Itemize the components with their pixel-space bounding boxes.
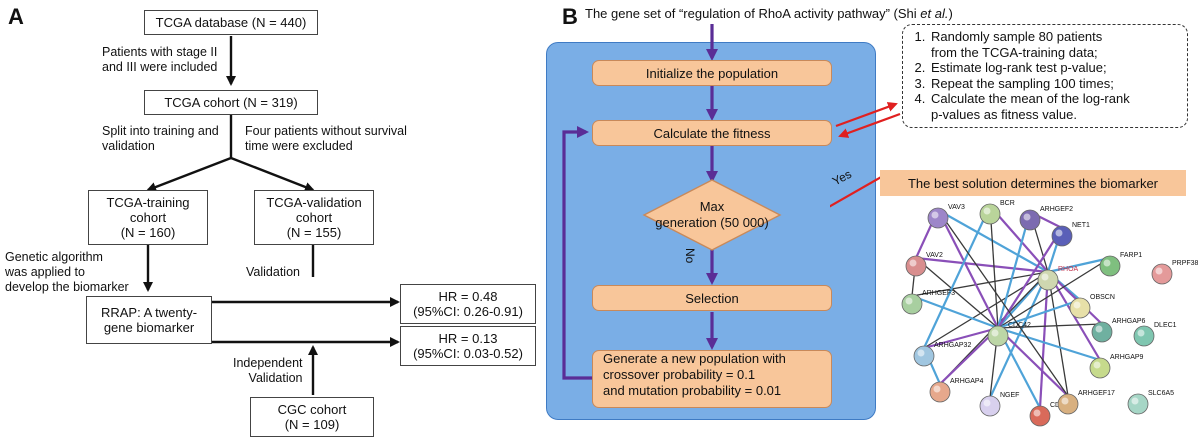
- note-validation: Validation: [246, 265, 300, 279]
- red-arrows: [830, 102, 901, 208]
- network-node-obscn: OBSCN: [1069, 294, 1115, 319]
- svg-text:ARHGAP6: ARHGAP6: [1112, 318, 1146, 325]
- best-solution-box: The best solution determines the biomark…: [880, 170, 1186, 196]
- network-node-net1: NET1: [1051, 222, 1090, 247]
- panel-a-arrows: [143, 36, 400, 395]
- tcga-cohort-box: TCGA cohort (N = 319): [144, 90, 318, 115]
- panel-b-letter: B: [562, 4, 578, 29]
- svg-text:VAV3: VAV3: [948, 204, 965, 211]
- network-node-slc6a5: SLC6A5: [1127, 390, 1174, 415]
- network-edge: [915, 256, 1049, 274]
- network-edge: [997, 298, 1081, 330]
- tcga-database-box: TCGA database (N = 440): [144, 10, 318, 35]
- svg-text:ARHGEF17: ARHGEF17: [1078, 390, 1115, 397]
- network-edge: [911, 294, 999, 330]
- network-edge: [997, 327, 1069, 397]
- network-node-arhgap9: ARHGAP9: [1089, 354, 1144, 379]
- svg-text:ARHGAP9: ARHGAP9: [1110, 354, 1144, 361]
- svg-text:OBSCN: OBSCN: [1090, 294, 1115, 301]
- svg-text:ARHGAP4: ARHGAP4: [950, 378, 984, 385]
- network-edge: [923, 205, 991, 349]
- network-edge: [996, 211, 1032, 329]
- network-edge: [923, 271, 1049, 349]
- fitness-step-4: Calculate the mean of the log-rankp-valu…: [929, 91, 1187, 122]
- svg-text:SLC6A5: SLC6A5: [1148, 390, 1174, 397]
- network-node-ngef: NGEF: [979, 392, 1019, 417]
- arrow-to-training: [146, 156, 232, 192]
- network-node-rhoa: RHOA: [1037, 266, 1079, 291]
- panel-a-letter: A: [8, 4, 24, 29]
- network-edge: [989, 205, 999, 329]
- network-node-vav3: VAV3: [927, 204, 965, 229]
- svg-text:CDC42: CDC42: [1008, 322, 1031, 329]
- svg-text:BCR: BCR: [1000, 200, 1015, 207]
- network-node-arhgap4: ARHGAP4: [929, 378, 984, 403]
- svg-text:ARHGAP32: ARHGAP32: [934, 342, 971, 349]
- svg-text:NET1: NET1: [1072, 222, 1090, 229]
- network-edge: [937, 209, 1069, 397]
- rrap-biomarker-box: RRAP: A twenty- gene biomarker: [86, 296, 212, 344]
- svg-text:ARHGEF3: ARHGEF3: [922, 290, 955, 297]
- network-edge: [1047, 256, 1111, 274]
- network-edge: [937, 209, 999, 329]
- network-node-arhgap32: ARHGAP32: [913, 342, 971, 367]
- network-node-vav2: VAV2: [905, 252, 943, 277]
- step-calculate-fitness: Calculate the fitness: [592, 120, 832, 146]
- svg-text:RHOA: RHOA: [1058, 266, 1079, 273]
- network-edge: [1038, 271, 1050, 409]
- svg-text:PRPF38B: PRPF38B: [1172, 260, 1198, 267]
- arrow-to-validation: [230, 156, 315, 192]
- fitness-step-3: Repeat the sampling 100 times;: [929, 76, 1187, 92]
- cgc-cohort-box: CGC cohort (N = 109): [250, 397, 374, 437]
- step-generate-population: Generate a new population with crossover…: [592, 350, 832, 408]
- flow-arrows: [562, 24, 782, 380]
- step-selection: Selection: [592, 285, 832, 311]
- panel-b-title: The gene set of “regulation of RhoA acti…: [585, 6, 953, 21]
- network-node-farp1: FARP1: [1099, 252, 1142, 277]
- network-node-arhgef2: ARHGEF2: [1019, 206, 1073, 231]
- svg-text:VAV2: VAV2: [926, 252, 943, 259]
- network-node-arhgap6: ARHGAP6: [1091, 318, 1146, 343]
- network-node-arhgef17: ARHGEF17: [1057, 390, 1115, 415]
- network-edge: [1047, 271, 1069, 397]
- note-genetic-algorithm: Genetic algorithm was applied to develop…: [5, 250, 129, 294]
- network-node-bcr: BCR: [979, 200, 1015, 225]
- tcga-training-box: TCGA-training cohort (N = 160): [88, 190, 208, 245]
- label-no: No: [683, 248, 697, 264]
- network-edge: [937, 209, 1049, 273]
- network-node-dlec1: DLEC1: [1133, 322, 1177, 347]
- network-edge: [911, 271, 1049, 297]
- tcga-validation-box: TCGA-validation cohort (N = 155): [254, 190, 374, 245]
- step-initialize: Initialize the population: [592, 60, 832, 86]
- svg-text:FARP1: FARP1: [1120, 252, 1142, 259]
- svg-text:ARHGEF2: ARHGEF2: [1040, 206, 1073, 213]
- hr-validation-box: HR = 0.48 (95%CI: 0.26-0.91): [400, 284, 536, 324]
- hr-cgc-box: HR = 0.13 (95%CI: 0.03-0.52): [400, 326, 536, 366]
- network-edge: [915, 257, 999, 329]
- fitness-step-2: Estimate log-rank test p-value;: [929, 60, 1187, 76]
- network-edge: [923, 326, 999, 350]
- step-max-generation: Max generation (50 000): [655, 199, 769, 230]
- network-edge: [997, 323, 1103, 329]
- network-edge: [997, 257, 1111, 329]
- network-node-arhgef3: ARHGEF3: [901, 290, 955, 315]
- svg-text:DLEC1: DLEC1: [1154, 322, 1177, 329]
- svg-text:NGEF: NGEF: [1000, 392, 1019, 399]
- network-edge: [997, 326, 1101, 362]
- network-node-cdc42: CDC42: [987, 322, 1031, 347]
- network-node-prpf38b: PRPF38B: [1151, 260, 1198, 285]
